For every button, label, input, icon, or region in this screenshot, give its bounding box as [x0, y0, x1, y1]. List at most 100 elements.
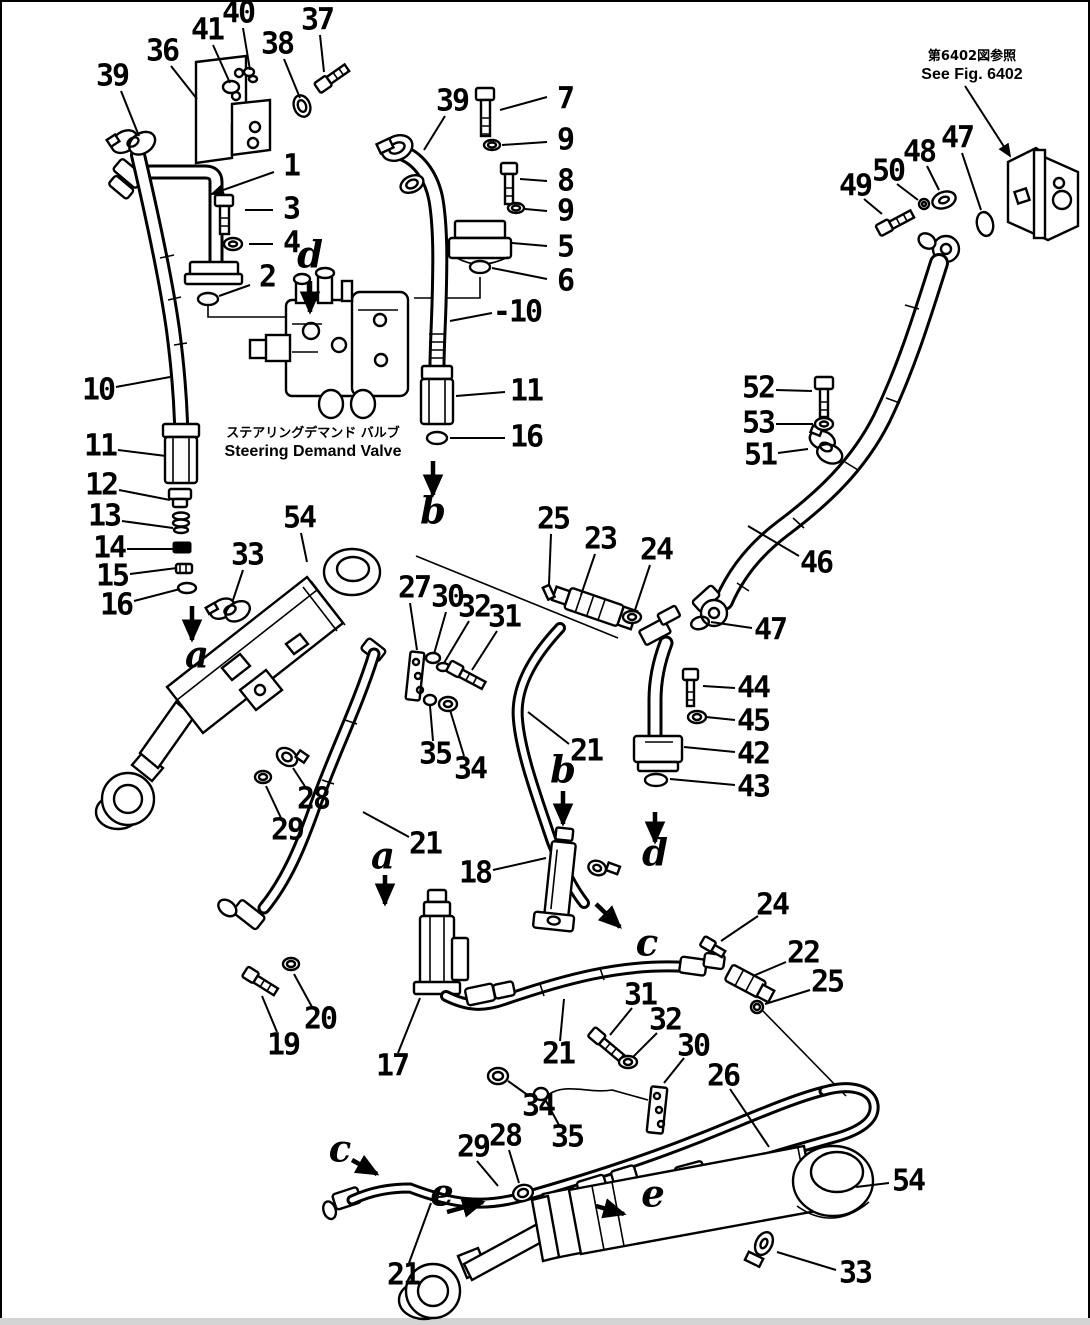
leader-line-10 [449, 312, 493, 322]
elbow-42-assembly [632, 604, 708, 788]
callout-21: 21 [409, 827, 442, 862]
callout-3: 3 [283, 192, 300, 227]
clamp-33-lower [743, 1230, 775, 1269]
callout-16: 16 [510, 420, 543, 455]
hose-39-center-assembly [374, 133, 455, 446]
callout-4: 4 [283, 226, 300, 261]
callout-25: 25 [811, 965, 844, 1000]
section-arrow-e [595, 1198, 627, 1219]
section-letter-a: a [371, 834, 395, 878]
callout-33: 33 [231, 538, 264, 573]
washer-34-lower [486, 1066, 510, 1086]
bolt-52 [813, 375, 835, 391]
leader-line-28 [508, 1149, 520, 1184]
section-arrow-c [594, 902, 622, 929]
clamp-39-left [105, 129, 157, 156]
bolt-8 [499, 161, 519, 176]
callout-5: 5 [557, 230, 574, 265]
plate-27-group [404, 650, 488, 713]
leader-line-44 [702, 685, 736, 689]
leader-line-52 [775, 389, 813, 392]
leader-line-10 [115, 376, 171, 388]
leader-line-42 [683, 746, 736, 753]
callout-52: 52 [742, 371, 774, 406]
clamp-33-upper [204, 597, 252, 623]
valve-label-jp: ステアリングデマンド バルブ [226, 425, 400, 441]
leader-line-29 [265, 785, 282, 819]
leader-line-7 [499, 96, 548, 111]
tube-26-assembly [322, 1026, 880, 1221]
leader-line-30 [433, 611, 447, 655]
leader-line-48 [926, 165, 940, 191]
leader-line-25 [764, 989, 811, 1005]
callout-10: -10 [493, 295, 542, 330]
plug-24-lower [699, 935, 727, 959]
callout-30: 30 [677, 1029, 710, 1064]
section-letter-a: a [185, 633, 209, 677]
callout-32: 32 [649, 1003, 681, 1038]
washer-35-lower [532, 1086, 550, 1102]
callout-44: 44 [737, 671, 770, 706]
callout-12: 12 [85, 468, 117, 503]
bolt-31-lower [587, 1026, 626, 1063]
leader-line-47 [710, 621, 753, 629]
callout-39: 39 [96, 59, 129, 94]
callout-17: 17 [376, 1049, 408, 1084]
leader-line-21 [408, 1202, 432, 1264]
hose-10-left-assembly [105, 129, 201, 595]
leader-line-24 [720, 915, 759, 942]
callout-54: 54 [892, 1164, 925, 1199]
flange-5-and-bolts [447, 86, 526, 275]
leader-line-15 [129, 567, 178, 575]
callout-26: 26 [707, 1059, 740, 1094]
section-letter-b: b [420, 489, 446, 533]
bolt-37 [313, 62, 351, 94]
block-17-hose-21 [412, 888, 847, 1097]
callout-39: 39 [436, 84, 469, 119]
steering-demand-valve [207, 266, 481, 420]
ref-bracket-6402 [874, 146, 1080, 242]
callout-49: 49 [839, 169, 872, 204]
section-letter-c: c [329, 1127, 352, 1171]
callout-18: 18 [459, 856, 492, 891]
leader-line-9 [524, 208, 548, 212]
bolt-31-upper [445, 659, 488, 691]
pipe-1-assembly [142, 164, 244, 307]
ref-note-en: See Fig. 6402 [921, 66, 1022, 83]
hose-46-assembly [689, 232, 961, 631]
callout-47: 47 [754, 613, 786, 648]
bottom-strip [0, 1318, 1090, 1325]
leader-line-17 [397, 997, 421, 1054]
callout-47: 47 [941, 121, 973, 156]
clamp-51 [808, 424, 844, 465]
callout-33: 33 [839, 1256, 872, 1291]
callout-21: 21 [387, 1258, 420, 1293]
leader-line-41 [212, 44, 231, 84]
leader-line-5 [511, 242, 548, 247]
leader-line-25 [548, 533, 552, 585]
callout-7: 7 [557, 82, 573, 117]
leader-line-37 [319, 34, 325, 73]
leader-line-32 [443, 620, 470, 664]
leader-line-35 [545, 1100, 560, 1126]
callout-35: 35 [419, 737, 452, 772]
bracket-assembly-top-left [194, 54, 351, 165]
leader-line-34 [449, 709, 465, 757]
bolt-3 [213, 193, 235, 208]
leader-line-18 [492, 857, 547, 871]
callout-24: 24 [756, 888, 789, 923]
leader-line-47 [961, 152, 982, 211]
callout-27: 27 [398, 571, 430, 606]
callout-19: 19 [267, 1028, 300, 1063]
callout-38: 38 [261, 27, 294, 62]
section-letter-c: c [636, 921, 659, 965]
section-letter-d: d [297, 233, 323, 277]
fitting-22 [724, 964, 776, 1004]
callout-53: 53 [742, 406, 775, 441]
bolt-7 [474, 86, 496, 102]
leader-line-11 [117, 449, 167, 457]
leader-line-43 [669, 778, 736, 786]
leader-line-9 [501, 141, 548, 146]
leader-line-31 [609, 1007, 633, 1036]
